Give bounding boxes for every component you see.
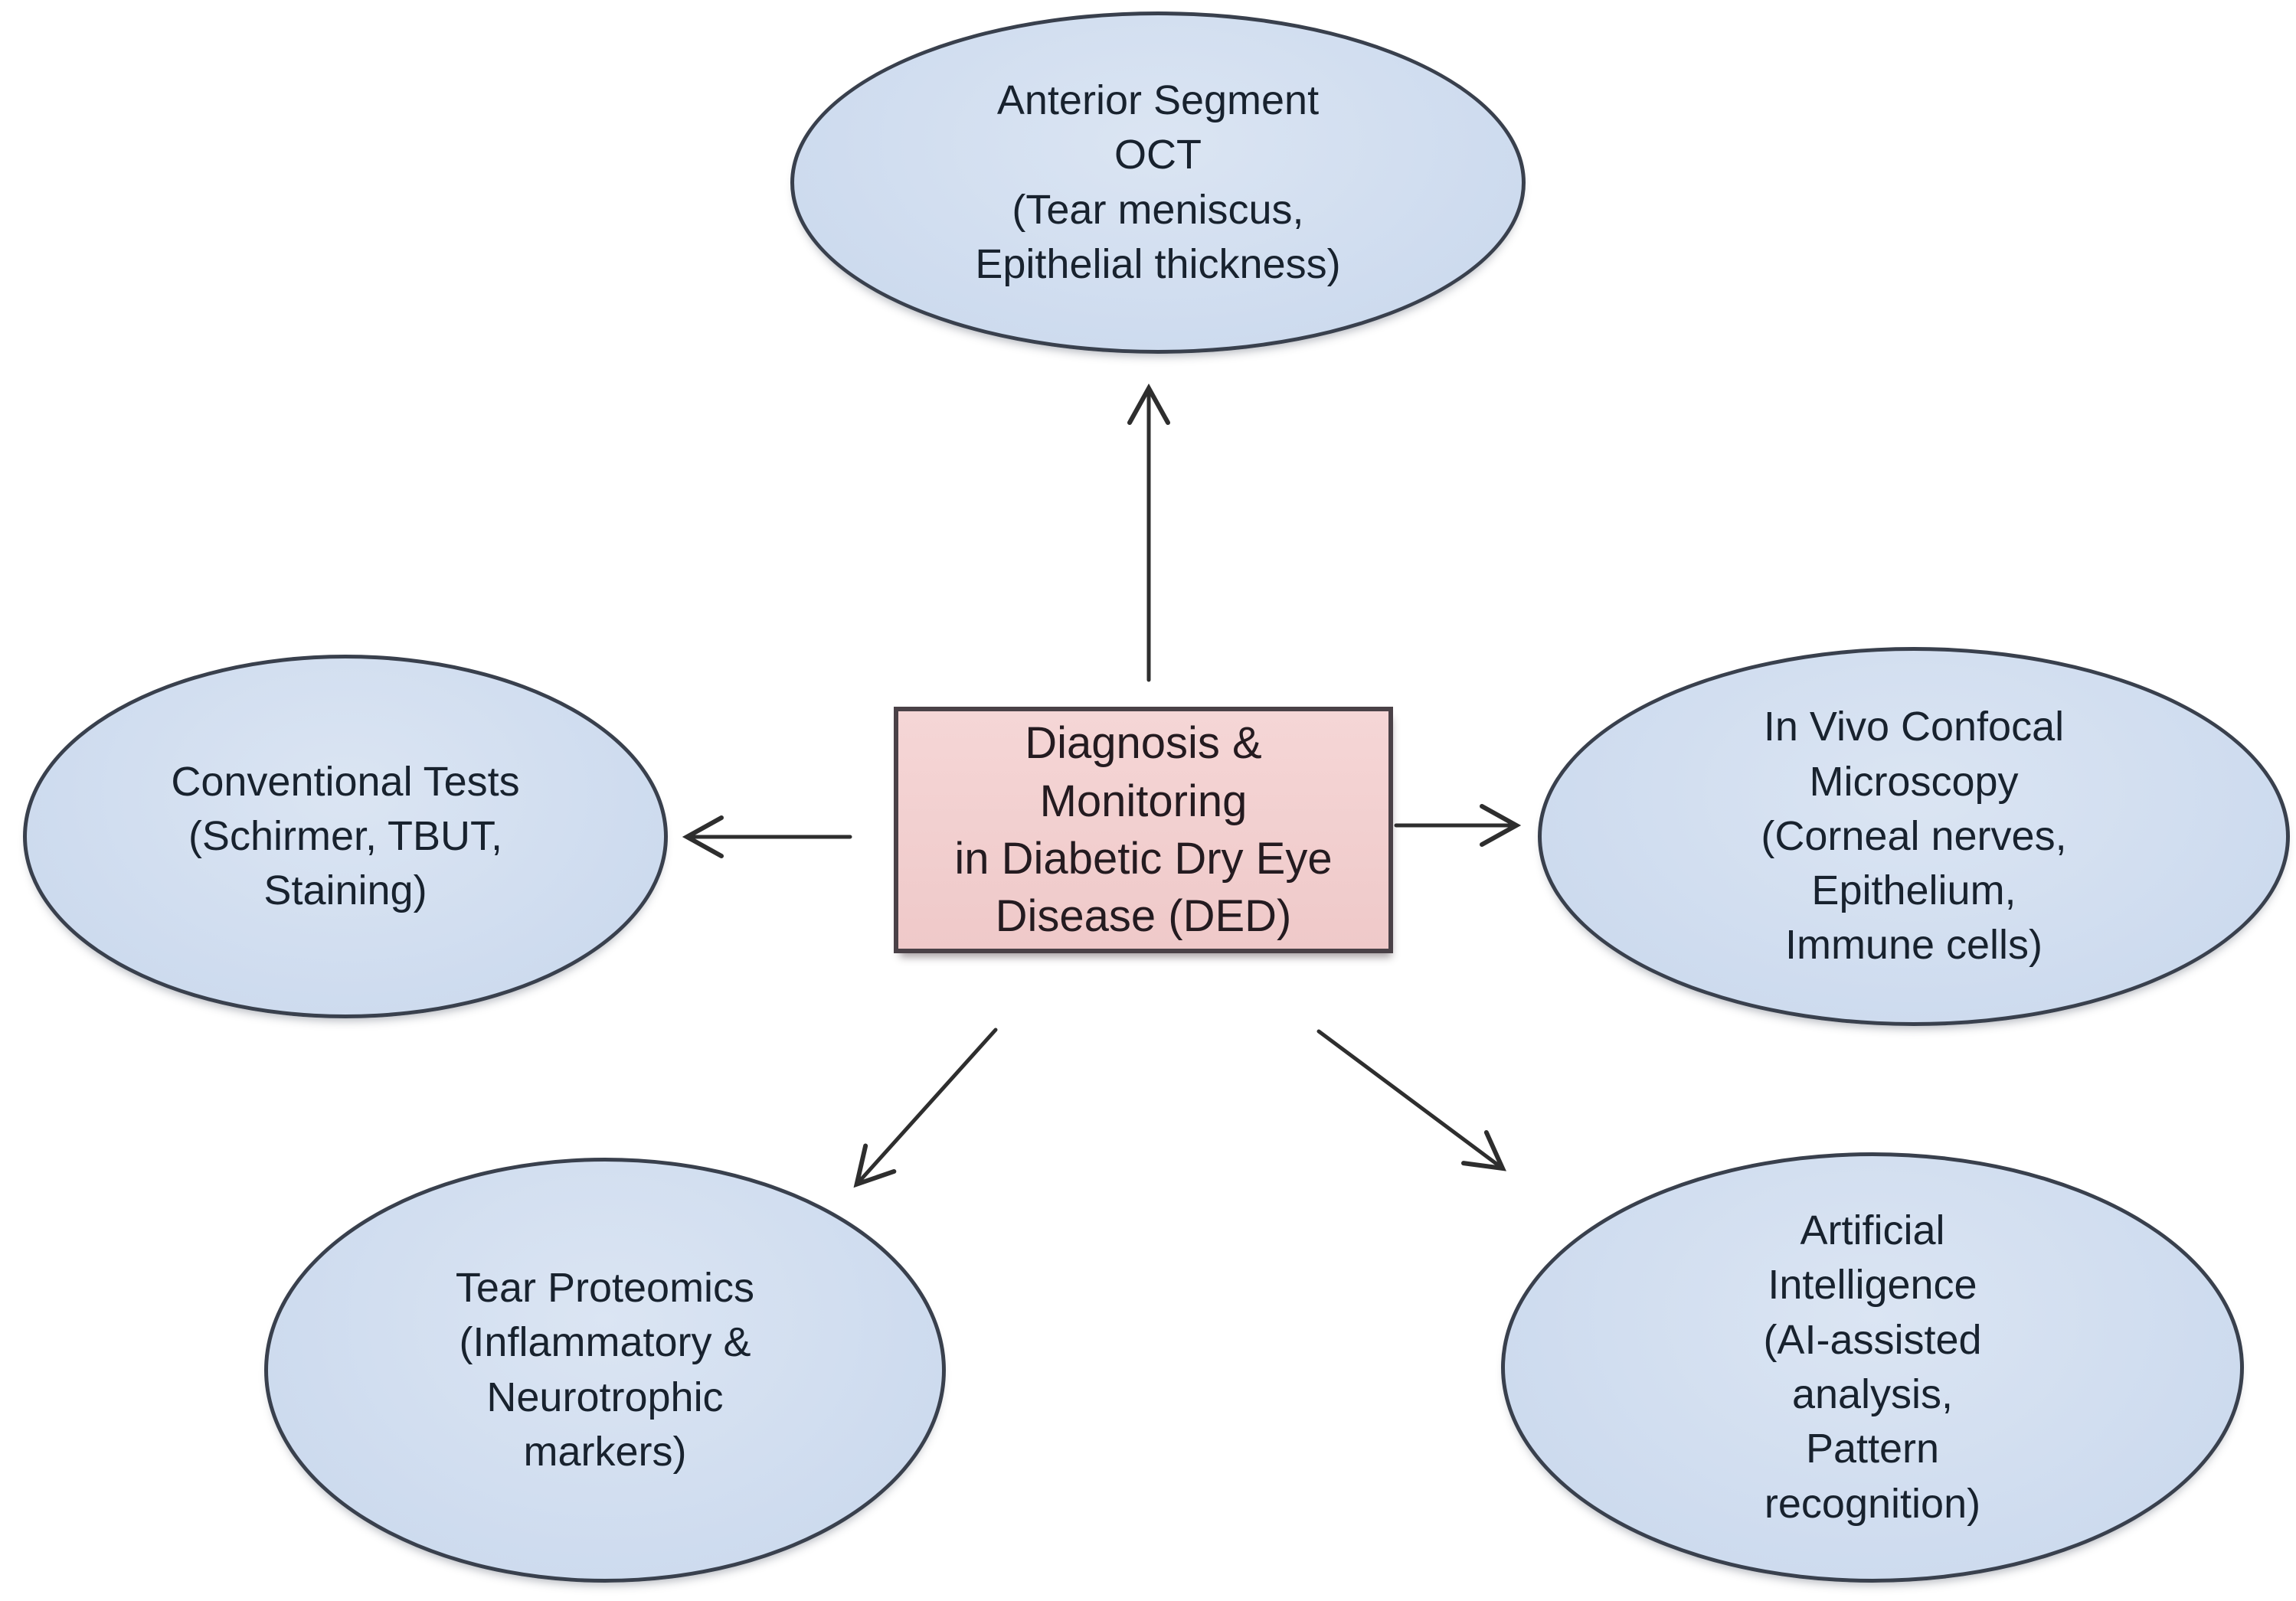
node-anterior-segment-oct: Anterior Segment OCT (Tear meniscus, Epi… — [790, 11, 1526, 354]
arrow-center-to-bottom-right — [1316, 1029, 1506, 1171]
node-in-vivo-confocal-microscopy: In Vivo Confocal Microscopy (Corneal ner… — [1538, 647, 2290, 1026]
node-label: Anterior Segment OCT (Tear meniscus, Epi… — [975, 77, 1341, 287]
node-tear-proteomics: Tear Proteomics (Inflammatory & Neurotro… — [264, 1158, 946, 1583]
node-center-diagnosis-monitoring: Diagnosis & Monitoring in Diabetic Dry E… — [894, 707, 1393, 953]
node-label: Conventional Tests (Schirmer, TBUT, Stai… — [171, 758, 520, 914]
arrow-center-to-bottom-left — [853, 1028, 998, 1188]
node-conventional-tests: Conventional Tests (Schirmer, TBUT, Stai… — [23, 655, 668, 1018]
node-artificial-intelligence: Artificial Intelligence (AI-assisted ana… — [1501, 1152, 2244, 1583]
node-label: Tear Proteomics (Inflammatory & Neurotro… — [455, 1264, 755, 1475]
node-label: Artificial Intelligence (AI-assisted ana… — [1763, 1207, 1982, 1527]
node-label: In Vivo Confocal Microscopy (Corneal ner… — [1761, 704, 2067, 969]
node-label: Diagnosis & Monitoring in Diabetic Dry E… — [954, 718, 1333, 942]
